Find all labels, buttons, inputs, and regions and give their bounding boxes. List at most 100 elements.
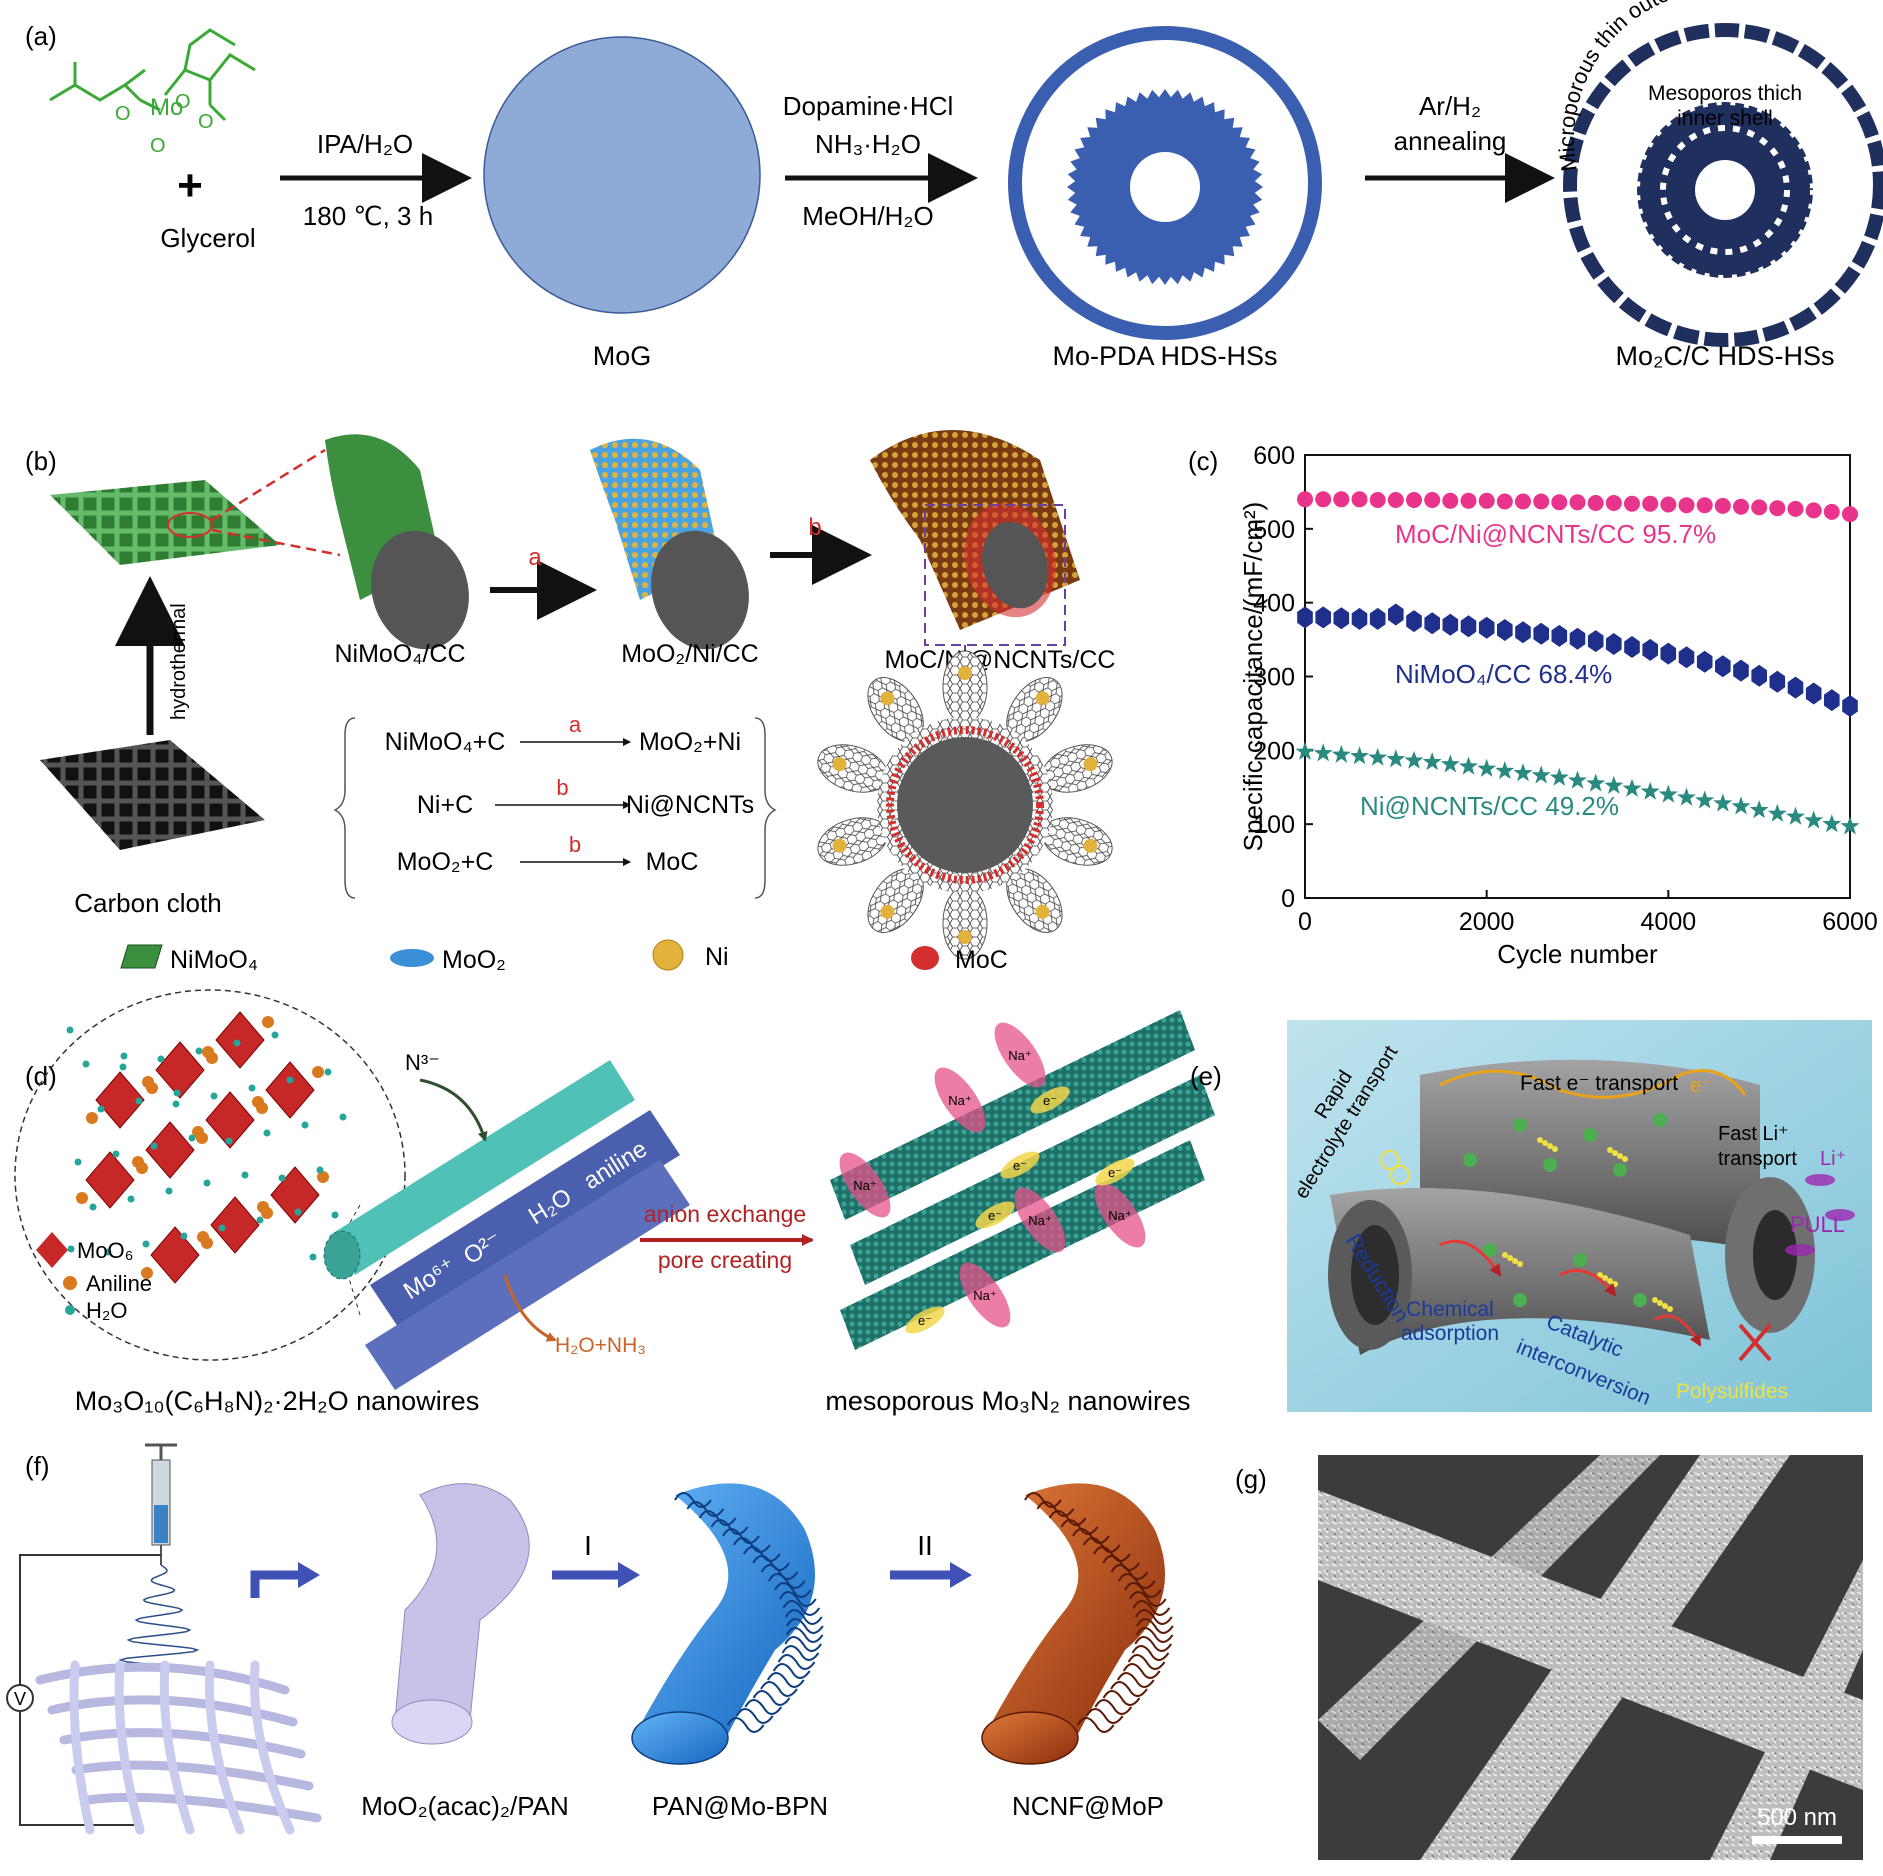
ni-particle [958,666,972,680]
na-ion: Na⁺ [853,1178,876,1193]
arrow-I-label: I [584,1530,592,1561]
data-point [1406,492,1422,508]
data-point [1769,500,1786,517]
data-point [1642,638,1658,661]
panel-a: (a) Mo O O O O + Glycerol IPA/H₂O 180 ℃,… [25,0,1883,371]
y-axis-label: Specific capacitance/(mF/cm²) [1238,502,1268,852]
sem-fiber-3 [1318,1455,1660,1760]
li-particle [1653,1113,1667,1127]
electron: e⁻ [1108,1165,1122,1180]
data-point [1840,816,1860,835]
step3-top1: Ar/H₂ [1419,91,1481,121]
na-ion-halo [1014,1187,1066,1253]
mo-atom-label: Mo [150,94,183,121]
na-ion-halo [1094,1182,1146,1248]
legend-ni-swatch [652,939,684,971]
data-point [1424,612,1440,635]
data-point [1804,810,1824,829]
ni-particle [880,691,895,706]
data-point [1586,773,1606,792]
data-point [1551,494,1568,511]
e-minus-small: e⁻ [1690,1075,1712,1097]
n3-label: N³⁻ [405,1050,440,1075]
y-tick-label: 0 [1281,885,1295,913]
data-point [1769,670,1786,693]
moo6-octahedron [85,1151,135,1209]
carbon-cloth-label: Carbon cloth [74,888,221,918]
data-point [1695,790,1715,809]
data-point [1515,493,1531,510]
data-point [1406,610,1422,633]
legend-nimoo4-swatch [120,944,163,969]
data-point [1751,499,1768,516]
pda-outer-shell [1008,26,1322,340]
nimoo4-cc-label: NiMoO₄/CC [334,640,465,668]
data-point [1496,493,1513,510]
data-point [1459,756,1478,775]
pda-hollow [1130,152,1200,222]
li-particle [1633,1293,1647,1307]
pan-label: MoO₂(acac)₂/PAN [361,1791,569,1821]
data-point [1495,761,1515,780]
data-point [1388,603,1404,626]
moo6-octahedron [150,1226,200,1284]
data-point [1424,492,1441,508]
data-point [1823,503,1840,520]
reaction-right: MoO₂+Ni [639,728,741,756]
data-point [1767,803,1787,822]
ni-particle [880,904,895,919]
y-tick-label: 600 [1253,442,1295,470]
moo6-octahedron [145,1121,195,1179]
electron-glow [1000,1151,1040,1179]
data-point [1842,506,1858,523]
step2-top1: Dopamine·HCl [783,91,954,121]
li-particle [1613,1163,1627,1177]
panel-d: (d) MoO₆ Aniline H₂O N³⁻ Mo⁶⁺ O²⁻ H₂O an… [14,989,1215,1416]
rod-teal [330,1060,635,1275]
arrow-II-label: II [917,1530,933,1561]
data-point [1787,500,1804,517]
moo6-octahedron [210,1196,260,1254]
data-point [1533,493,1550,510]
data-point [1696,497,1713,514]
product-mo2c: Mo₂C/C HDS-HSs [1616,341,1835,371]
li-particle [1513,1118,1527,1132]
mo2c-outer-shell [1563,23,1883,347]
na-ion-halo [994,1022,1046,1088]
data-point [1350,746,1369,765]
nanowire [830,1010,1195,1220]
rod-blue-1 [370,1110,680,1330]
na-ion-halo [959,1262,1011,1328]
crystal-zoom-ellipse [14,989,406,1361]
x-tick-label: 2000 [1459,908,1515,936]
svg-text:O: O [198,111,214,133]
li-particle [1583,1128,1597,1142]
ni-particle [958,930,972,944]
x-tick-label: 0 [1298,908,1312,936]
reaction-left: NiMoO₄+C [385,728,506,756]
electron-glow [1095,1158,1135,1186]
data-point [1442,492,1459,509]
mesh-fiber [249,1660,295,1835]
data-point [1660,642,1677,665]
data-point [1714,497,1731,514]
electron-path [1439,1069,1747,1099]
legend-aniline-swatch [63,1276,77,1290]
step1-bottom: 180 ℃, 3 h [303,201,433,231]
legend-moc: MoC [955,946,1008,974]
data-point [1587,495,1604,511]
circuit-wire [19,1554,161,1826]
data-point [1513,763,1533,782]
data-point [1751,664,1767,687]
data-point [1642,495,1659,512]
crystal-structure [66,1011,347,1284]
data-point [1351,491,1368,508]
moo6-octahedron [215,1011,265,1069]
y-tick-label: 300 [1253,664,1295,692]
ni-particle [1083,757,1098,772]
mo2c-hollow [1695,160,1755,220]
data-point [1368,747,1388,766]
data-point [1587,630,1604,653]
data-point [1786,806,1805,825]
data-point [1533,622,1549,645]
